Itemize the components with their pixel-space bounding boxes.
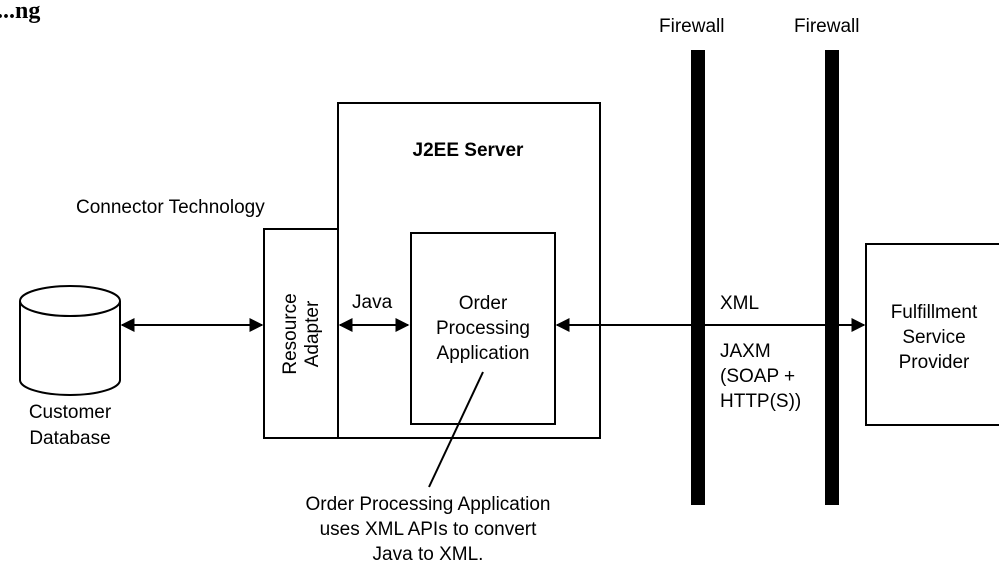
callout-line — [428, 371, 484, 488]
resource-adapter-box — [263, 228, 339, 439]
firewall-left — [691, 50, 705, 505]
resource-adapter-label-1: Resource — [280, 293, 301, 374]
xml-label: XML — [720, 293, 759, 314]
firewall-right — [825, 50, 839, 505]
java-label: Java — [352, 292, 393, 313]
firewall-right-label: Firewall — [794, 16, 859, 37]
jaxm-label-3: HTTP(S)) — [720, 391, 801, 412]
resource-adapter-label-2: Adapter — [302, 300, 323, 367]
jaxm-label-2: (SOAP + — [720, 366, 795, 387]
fulfillment-label-1: Fulfillment — [891, 302, 978, 323]
order-processing-label-1: Order — [459, 293, 508, 314]
jaxm-label-1: JAXM — [720, 341, 771, 362]
fulfillment-label-3: Provider — [899, 352, 970, 373]
customer-database-label-1: Customer — [29, 402, 112, 423]
fulfillment-provider-box — [865, 243, 999, 426]
connector-technology-label: Connector Technology — [76, 197, 265, 218]
order-processing-label-2: Processing — [436, 318, 530, 339]
callout-label-1: Order Processing Application — [305, 494, 550, 515]
customer-database-label-2: Database — [29, 428, 110, 449]
fulfillment-label-2: Service — [902, 327, 965, 348]
callout-label-3: Java to XML. — [373, 544, 484, 565]
order-processing-label-3: Application — [437, 343, 530, 364]
j2ee-server-label: J2EE Server — [413, 140, 525, 161]
callout-label-2: uses XML APIs to convert — [320, 519, 538, 540]
page-heading: ...ng — [0, 0, 40, 24]
order-processing-app-box — [410, 232, 556, 425]
firewall-left-label: Firewall — [659, 16, 724, 37]
database-icon — [19, 285, 121, 396]
